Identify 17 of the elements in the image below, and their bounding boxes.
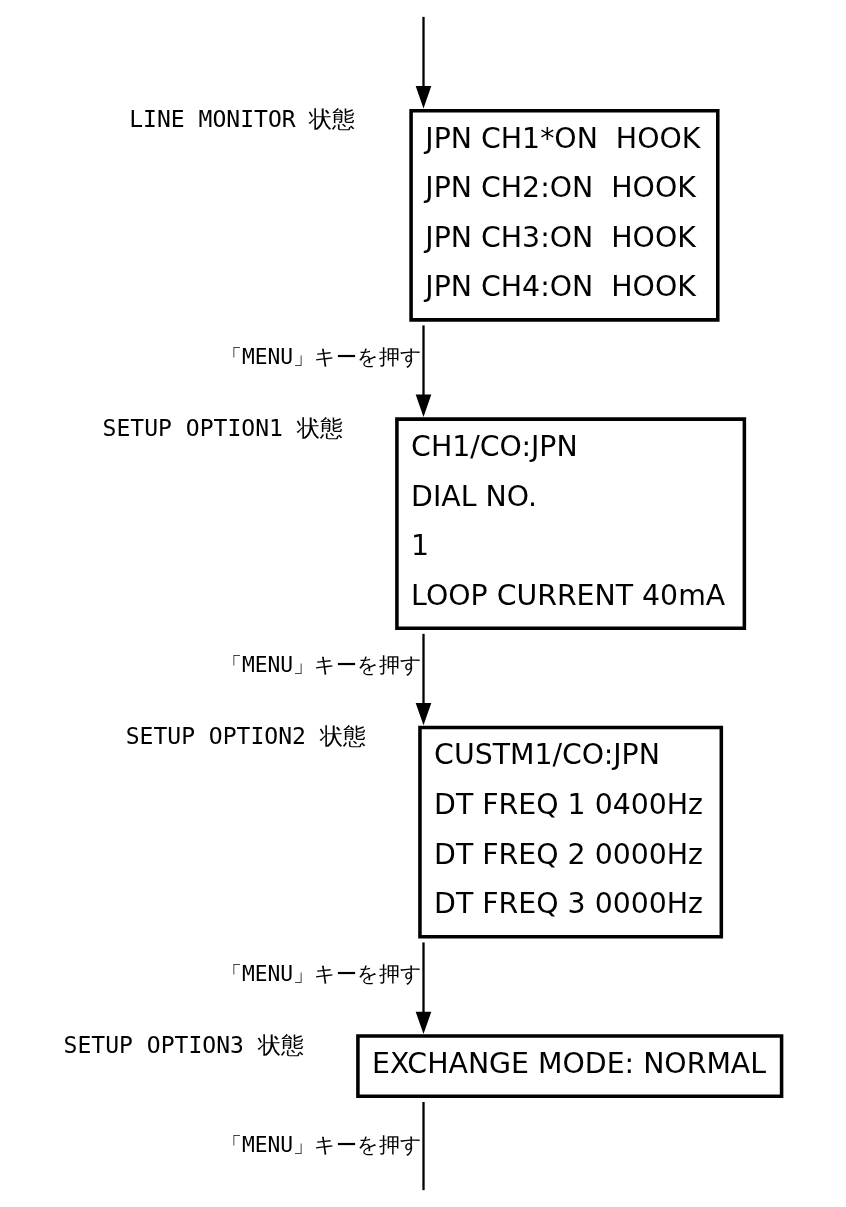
edge-label: 「MENU」キーを押す	[220, 960, 422, 986]
arrow	[415, 942, 431, 1035]
node-label: SETUP OPTION2 状態	[125, 723, 366, 750]
arrow	[415, 16, 431, 109]
edge-label: 「MENU」キーを押す	[220, 1132, 422, 1158]
node-box: EXCHANGE MODE: NORMAL	[355, 1034, 783, 1099]
arrow	[415, 325, 431, 417]
node-box: CH1/CO:JPN DIAL NO. 1 LOOP CURRENT 40mA	[394, 417, 746, 631]
node-box: CUSTM1/CO:JPN DT FREQ 1 0400Hz DT FREQ 2 0000Hz DT FREQ 3 0000Hz	[417, 725, 723, 939]
connector	[421, 1102, 425, 1191]
node-box: JPN CH1*ON HOOK JPN CH2:ON HOOK JPN CH3:ON HOOK JPN CH4:ON HOOK	[408, 108, 720, 322]
node-label: SETUP OPTION3 状態	[63, 1031, 304, 1058]
node-label: SETUP OPTION1 状態	[102, 414, 343, 441]
edge-label: 「MENU」キーを押す	[220, 343, 422, 369]
arrow	[415, 633, 431, 726]
node-label: LINE MONITOR 状態	[128, 106, 355, 133]
edge-label: 「MENU」キーを押す	[220, 652, 422, 678]
